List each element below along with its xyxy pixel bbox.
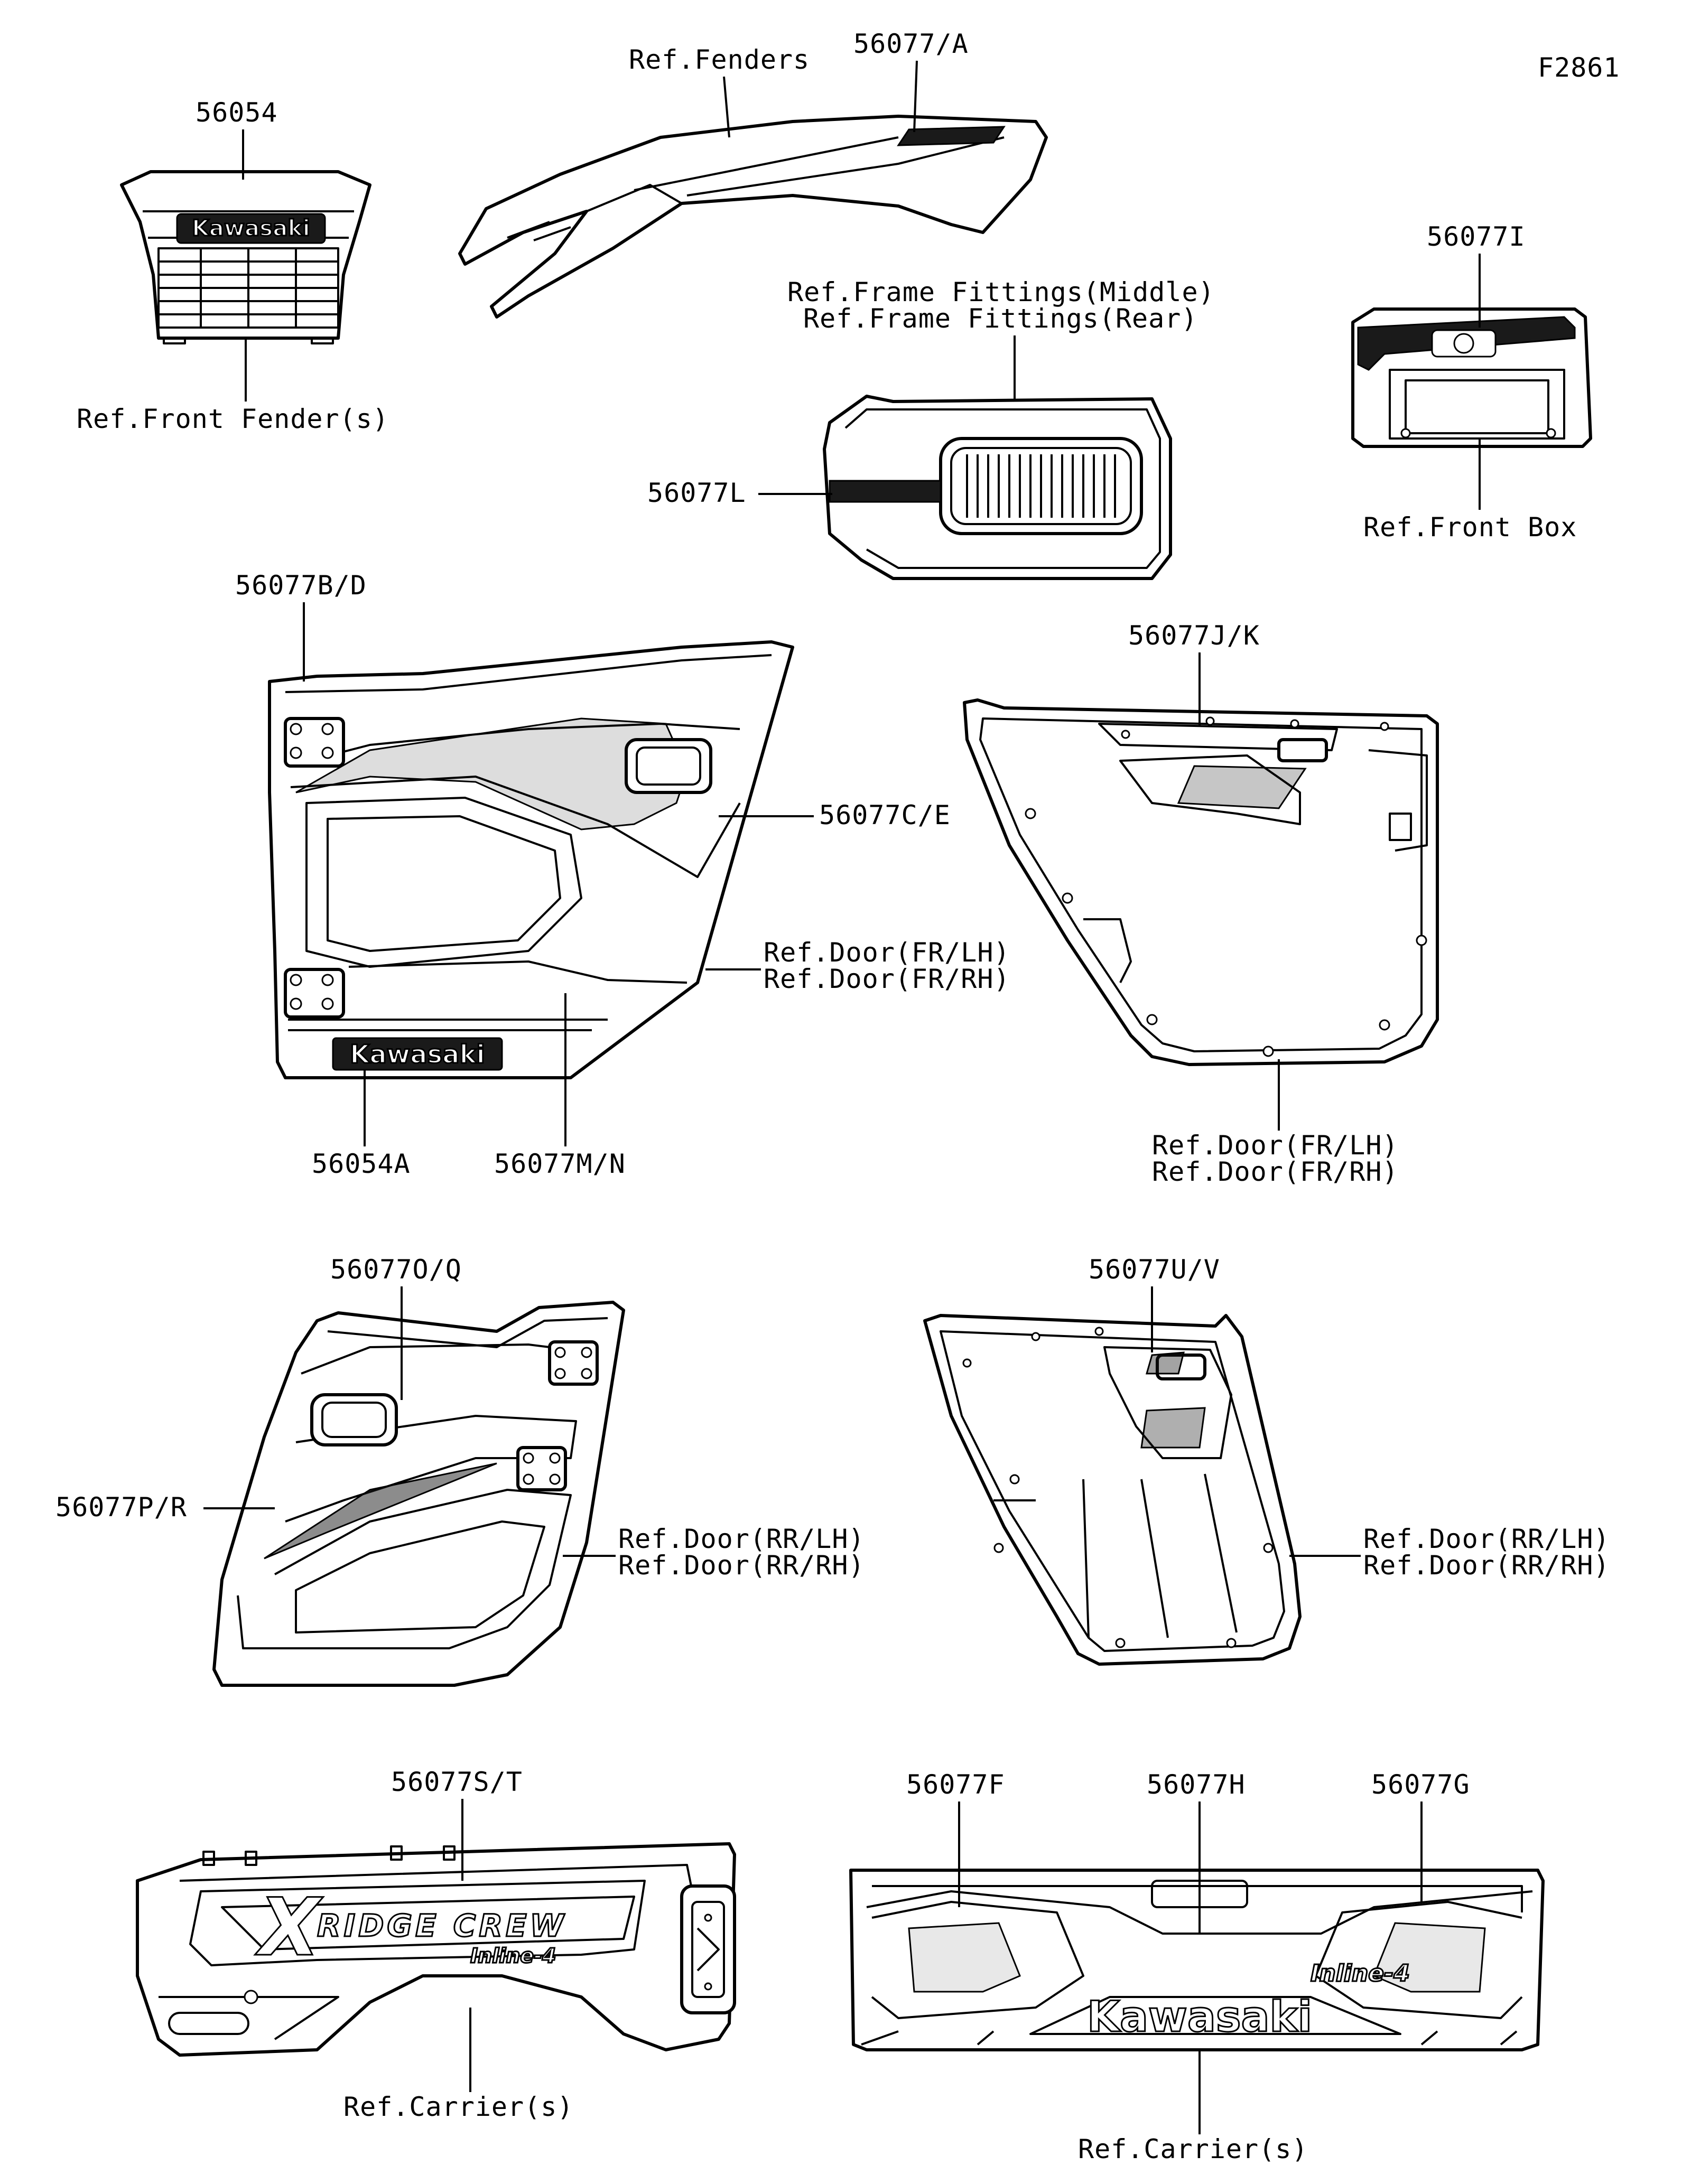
part-number-56054-a: 56054A [312,1149,411,1179]
ref-carriers-side: Ref.Carrier(s) [343,2092,573,2122]
rear-carrier-engine-badge: Inline-4 [1311,1960,1410,1987]
rear-door-outer-part [212,1301,625,1687]
part-number-56077-s-t: 56077S/T [391,1767,523,1797]
rear-carrier-logo-text: Kawasaki [1087,1992,1312,2041]
ref-door-rr-rh-outer: Ref.Door(RR/RH) [618,1550,865,1581]
side-carrier-part: X RIDGE CREW Inline-4 [136,1842,736,2057]
part-number-56077-j-k: 56077J/K [1128,620,1260,651]
part-number-56077-p-r: 56077P/R [55,1492,187,1523]
part-number-56077-g: 56077G [1371,1769,1470,1800]
frame-fittings-grille-lines [966,454,1116,518]
carrier-engine-badge: Inline-4 [470,1944,556,1967]
front-door-inner-part [963,698,1439,1066]
part-number-56077-b-d: 56077B/D [235,570,367,601]
part-number-56077-c-e: 56077C/E [819,800,951,830]
ref-door-fr-lh-outer: Ref.Door(FR/LH) [764,937,1010,968]
ref-door-rr-lh-inner: Ref.Door(RR/LH) [1363,1524,1610,1554]
part-number-56077-a: 56077/A [853,29,969,59]
part-number-56077-u-v: 56077U/V [1089,1254,1220,1285]
ref-door-fr-rh-outer: Ref.Door(FR/RH) [764,964,1010,994]
ref-fenders: Ref.Fenders [629,44,810,75]
ref-front-box: Ref.Front Box [1363,512,1577,543]
part-number-56077-i: 56077I [1427,221,1526,252]
ref-door-rr-rh-inner: Ref.Door(RR/RH) [1363,1550,1610,1581]
grille-logo-text: Kawasaki [192,215,310,241]
rear-door-inner-part [923,1314,1302,1666]
front-door-outer-part: Kawasaki [268,640,794,1079]
part-number-56054: 56054 [196,97,278,128]
ref-front-fenders: Ref.Front Fender(s) [77,404,389,434]
fender-strip-part [458,115,1048,319]
front-box-part [1351,307,1592,448]
ref-door-rr-lh-outer: Ref.Door(RR/LH) [618,1524,865,1554]
part-number-56077-f: 56077F [906,1769,1005,1800]
part-number-56077-h: 56077H [1147,1769,1246,1800]
part-number-56077-m-n: 56077M/N [494,1149,626,1179]
ridge-crew-logo-text: RIDGE CREW [317,1908,567,1944]
frame-fittings-panel-part [823,395,1172,580]
ref-door-fr-rh-inner: Ref.Door(FR/RH) [1152,1156,1399,1187]
ref-door-fr-lh-inner: Ref.Door(FR/LH) [1152,1130,1399,1161]
ref-carriers-rear: Ref.Carrier(s) [1078,2134,1308,2164]
ridge-crew-logo-x: X [255,1882,323,1974]
figure-code: F2861 [1538,52,1620,83]
door-logo-text: Kawasaki [350,1040,485,1069]
door-logo-plate [332,1037,503,1071]
rear-carrier-part: Inline-4 Kawasaki [849,1869,1545,2051]
part-number-56077-o-q: 56077O/Q [330,1254,462,1285]
ref-frame-fittings-middle: Ref.Frame Fittings(Middle) [787,277,1215,307]
front-grille-part: Kawasaki [120,170,371,344]
ref-frame-fittings-rear: Ref.Frame Fittings(Rear) [803,303,1197,334]
grille-logo-plate [176,213,326,244]
part-number-56077-l: 56077L [647,478,746,508]
